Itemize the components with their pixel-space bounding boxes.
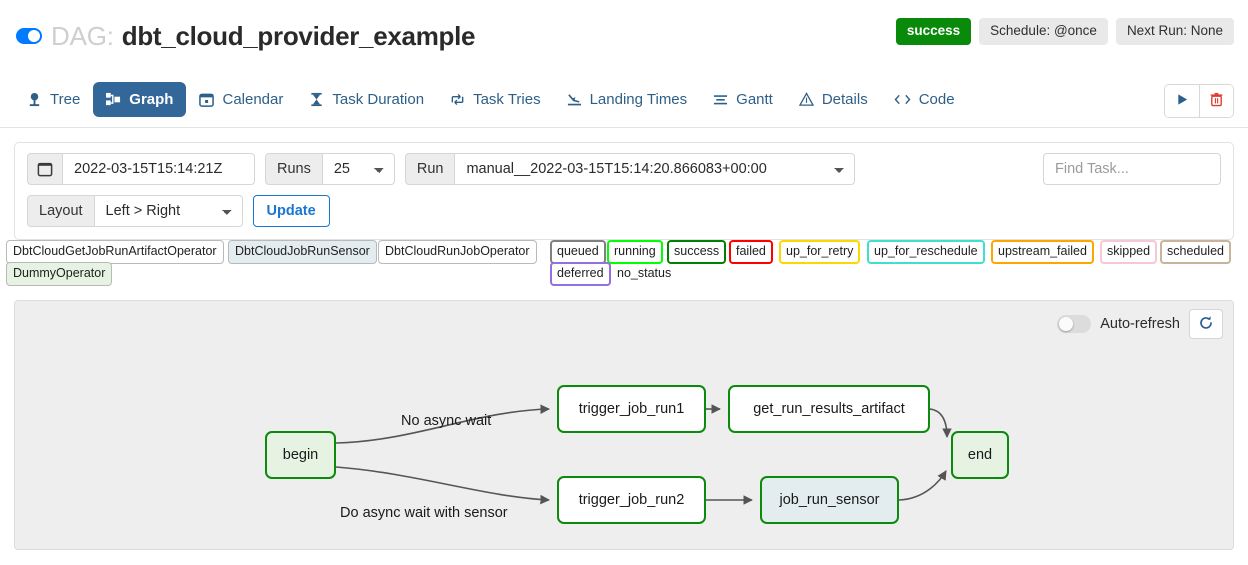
trash-icon: [1209, 92, 1224, 110]
status-chip-running[interactable]: running: [607, 240, 663, 264]
refresh-button[interactable]: [1189, 309, 1223, 339]
status-chip-up_for_retry[interactable]: up_for_retry: [779, 240, 861, 264]
operator-chip-DummyOperator[interactable]: DummyOperator: [6, 262, 113, 286]
edge-label: Do async wait with sensor: [340, 505, 508, 521]
delete-dag-button[interactable]: [1199, 85, 1233, 117]
gantt-icon: [713, 92, 728, 107]
task-node-get_run_results_artifact[interactable]: get_run_results_artifact: [728, 385, 930, 433]
auto-refresh-toggle[interactable]: [1057, 315, 1092, 333]
next-run-badge: Next Run: None: [1115, 18, 1234, 45]
tab-tree[interactable]: Tree: [14, 82, 93, 117]
task-node-end[interactable]: end: [951, 431, 1009, 479]
edge-label: No async wait: [401, 413, 492, 429]
tab-label: Task Tries: [473, 91, 541, 108]
tab-details[interactable]: Details: [786, 82, 881, 117]
play-icon: [1176, 93, 1189, 109]
calendar-icon[interactable]: [27, 153, 63, 185]
status-chip-up_for_reschedule[interactable]: up_for_reschedule: [867, 240, 985, 264]
status-chip-skipped[interactable]: skipped: [1100, 240, 1158, 264]
auto-refresh-label: Auto-refresh: [1100, 316, 1180, 332]
tab-task-duration[interactable]: Task Duration: [296, 82, 437, 117]
status-chip-deferred[interactable]: deferred: [550, 262, 611, 286]
page-header: DAG: dbt_cloud_provider_example success …: [0, 0, 1248, 72]
operator-chip-DbtCloudJobRunSensor[interactable]: DbtCloudJobRunSensor: [228, 240, 377, 264]
execution-date-group: [27, 153, 255, 185]
tab-label: Task Duration: [332, 91, 425, 108]
filter-row-top: Runs 25 Run manual__2022-03-15T15:14:20.…: [27, 153, 1221, 185]
tab-task-tries[interactable]: Task Tries: [437, 82, 554, 117]
tab-label: Calendar: [222, 91, 284, 108]
toggle-knob: [28, 30, 40, 42]
calendar-icon: [199, 92, 215, 107]
dag-action-buttons: [1164, 84, 1234, 118]
refresh-icon: [1198, 315, 1214, 334]
tab-code[interactable]: Code: [881, 82, 968, 117]
tab-label: Tree: [50, 91, 81, 108]
tab-gantt[interactable]: Gantt: [700, 82, 786, 117]
tab-label: Graph: [129, 91, 174, 108]
runs-label: Runs: [265, 153, 323, 185]
filter-row-bottom: Layout Left > Right Update: [27, 195, 1221, 227]
run-group: Run manual__2022-03-15T15:14:20.866083+0…: [404, 153, 856, 185]
status-badge: success: [895, 18, 972, 45]
tree-icon: [27, 92, 42, 107]
page-title: dbt_cloud_provider_example: [121, 20, 476, 51]
landing-icon: [567, 92, 582, 107]
layout-label: Layout: [27, 195, 95, 227]
task-node-trigger_job_run1[interactable]: trigger_job_run1: [557, 385, 706, 433]
status-chip-success[interactable]: success: [667, 240, 727, 264]
operator-chip-DbtCloudRunJobOperator[interactable]: DbtCloudRunJobOperator: [378, 240, 537, 264]
tab-label: Details: [821, 91, 868, 108]
status-chip-failed[interactable]: failed: [729, 240, 773, 264]
runs-group: Runs 25: [265, 153, 395, 185]
execution-date-input[interactable]: [63, 153, 255, 185]
task-node-job_run_sensor[interactable]: job_run_sensor: [760, 476, 899, 524]
status-chip-no_status[interactable]: no_status: [617, 266, 672, 280]
graph-toolbar: Auto-refresh: [1057, 309, 1223, 339]
dag-edges: [335, 404, 952, 505]
update-button[interactable]: Update: [252, 195, 330, 227]
layout-group: Layout Left > Right: [27, 195, 243, 227]
tab-calendar[interactable]: Calendar: [186, 82, 296, 117]
tab-landing-times[interactable]: Landing Times: [554, 82, 701, 117]
hourglass-icon: [309, 92, 324, 107]
filter-bar: Runs 25 Run manual__2022-03-15T15:14:20.…: [14, 142, 1234, 240]
tab-graph[interactable]: Graph: [93, 82, 187, 117]
view-tabs: Tree Graph Calendar Task Duration Task T…: [0, 72, 1248, 128]
task-node-trigger_job_run2[interactable]: trigger_job_run2: [557, 476, 706, 524]
schedule-badge[interactable]: Schedule: @once: [979, 18, 1108, 45]
run-select[interactable]: manual__2022-03-15T15:14:20.866083+00:00: [455, 153, 856, 185]
retry-icon: [450, 92, 465, 107]
header-badges: success Schedule: @once Next Run: None: [895, 18, 1234, 45]
tab-label: Code: [918, 91, 955, 108]
layout-select[interactable]: Left > Right: [94, 195, 243, 227]
triangle-alert-icon: [798, 92, 814, 107]
toggle-knob: [1059, 317, 1074, 331]
status-chip-upstream_failed[interactable]: upstream_failed: [991, 240, 1094, 264]
runs-select[interactable]: 25: [322, 153, 395, 185]
run-label: Run: [404, 153, 456, 185]
tab-label: Landing Times: [589, 91, 688, 108]
find-task-input[interactable]: [1043, 153, 1221, 185]
status-chip-scheduled[interactable]: scheduled: [1160, 240, 1231, 264]
status-chip-queued[interactable]: queued: [550, 240, 606, 264]
task-node-begin[interactable]: begin: [265, 431, 336, 479]
operator-chip-DbtCloudGetJobRunArtifactOperator[interactable]: DbtCloudGetJobRunArtifactOperator: [6, 240, 224, 264]
dag-label: DAG:: [51, 20, 114, 51]
dag-pause-toggle[interactable]: [16, 28, 42, 44]
graph-icon: [106, 92, 121, 107]
trigger-dag-button[interactable]: [1165, 85, 1199, 117]
code-icon: [894, 92, 911, 107]
tab-label: Gantt: [736, 91, 773, 108]
